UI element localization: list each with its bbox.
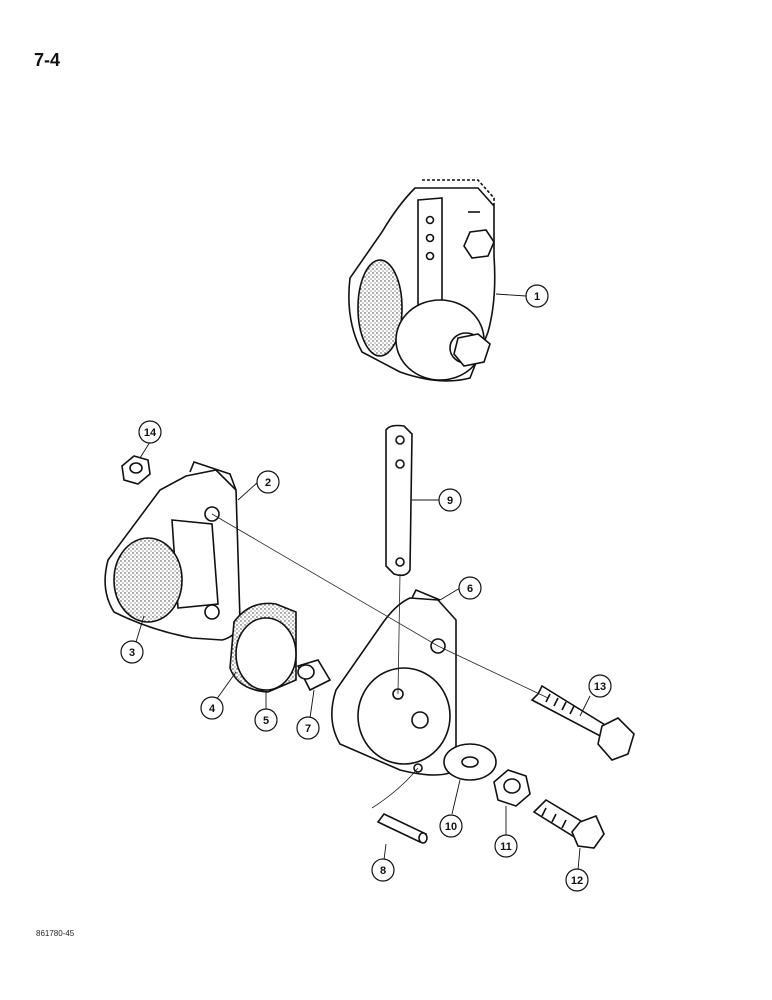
callout-1: 1 — [525, 284, 549, 308]
svg-text:11: 11 — [500, 841, 512, 853]
svg-text:4: 4 — [209, 703, 216, 715]
callout-6: 6 — [458, 576, 482, 600]
assembly-lines — [211, 513, 549, 809]
pin-drawing — [296, 659, 332, 692]
callout-3: 3 — [120, 640, 144, 664]
callout-12: 12 — [565, 868, 589, 892]
callout-4: 4 — [200, 696, 224, 720]
callout-2: 2 — [256, 470, 280, 494]
nut-drawing — [121, 455, 151, 485]
svg-text:1: 1 — [534, 291, 540, 303]
callout-5: 5 — [254, 708, 278, 732]
svg-text:6: 6 — [467, 583, 473, 595]
svg-text:14: 14 — [144, 427, 157, 439]
svg-text:2: 2 — [265, 477, 271, 489]
leader-lines — [135, 293, 591, 871]
svg-text:5: 5 — [263, 715, 269, 727]
callout-14: 14 — [138, 420, 162, 444]
callout-11: 11 — [494, 834, 518, 858]
svg-text:8: 8 — [380, 865, 386, 877]
lining-puck-drawing — [229, 602, 297, 693]
caliper-housing-drawing — [331, 588, 457, 776]
caliper-drawing — [104, 461, 241, 641]
callout-9: 9 — [438, 488, 462, 512]
hex-nut-drawing — [493, 769, 531, 807]
assembled-brake-drawing — [348, 179, 496, 382]
short-bolt-drawing — [532, 798, 605, 849]
link-plate-drawing — [385, 424, 413, 577]
page-number: 7-4 — [34, 50, 61, 70]
svg-text:9: 9 — [447, 495, 453, 507]
svg-text:3: 3 — [129, 647, 135, 659]
svg-text:13: 13 — [594, 681, 606, 693]
long-bolt-drawing — [530, 684, 635, 761]
callout-8: 8 — [371, 858, 395, 882]
callout-13: 13 — [588, 674, 612, 698]
svg-text:7: 7 — [305, 723, 311, 735]
svg-text:12: 12 — [571, 875, 583, 887]
callout-10: 10 — [439, 814, 463, 838]
figure-code: 861780-45 — [36, 929, 75, 938]
roll-pin-drawing — [376, 812, 428, 844]
callout-7: 7 — [296, 716, 320, 740]
washer-drawing — [443, 743, 497, 781]
svg-text:10: 10 — [445, 821, 457, 833]
